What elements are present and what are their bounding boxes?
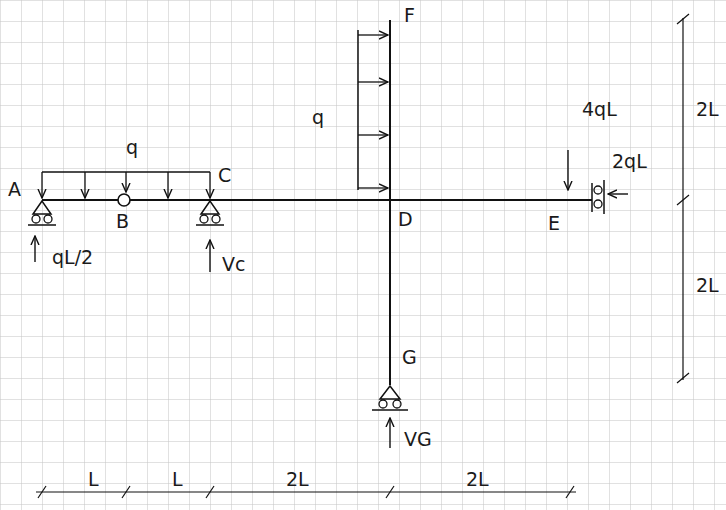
load-value: 2qL (612, 152, 647, 171)
reaction-label: qL/2 (52, 248, 93, 267)
dimension: L (88, 470, 99, 489)
point-label: D (398, 210, 413, 229)
dimension: 2L (696, 100, 719, 119)
reaction-label: VG (404, 430, 432, 449)
point-label: F (404, 6, 415, 25)
load-label: q (312, 108, 324, 127)
point-label: A (8, 180, 21, 199)
dimension: 2L (696, 276, 719, 295)
dimension: L (172, 470, 183, 489)
load-value: 4qL (582, 100, 617, 119)
point-label: B (116, 212, 129, 231)
load-label: q (126, 138, 138, 157)
point-label: G (402, 348, 417, 367)
dimension: 2L (466, 470, 489, 489)
reaction-label: Vc (222, 255, 245, 274)
dimension: 2L (286, 470, 309, 489)
point-label: E (548, 214, 560, 233)
point-label: C (218, 166, 231, 185)
